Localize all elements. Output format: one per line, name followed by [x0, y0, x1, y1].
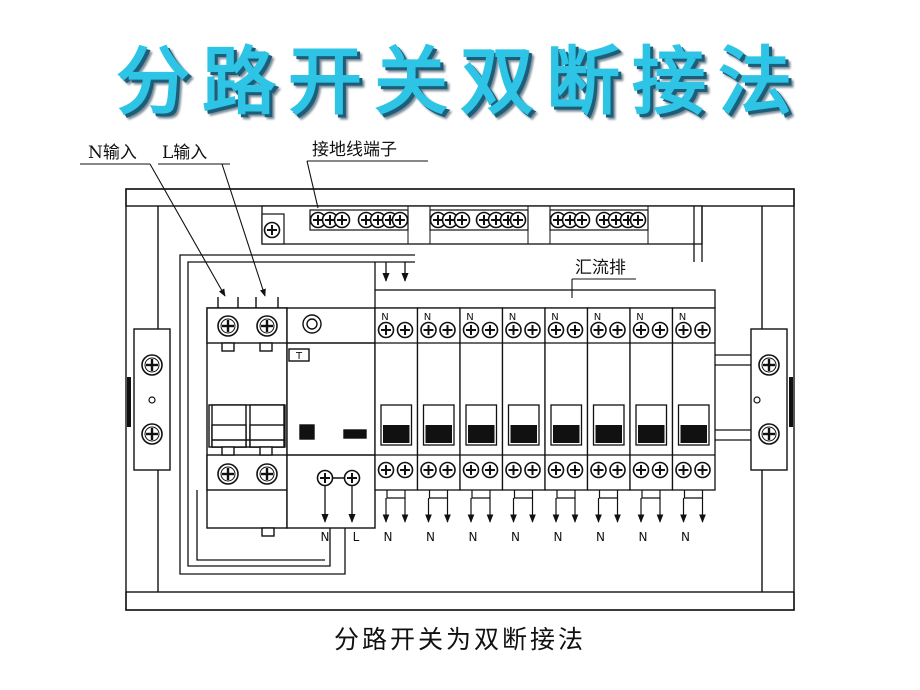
branch-breaker: NN [586, 307, 631, 544]
terminal-screw-icon [377, 321, 395, 339]
outgoing-n-label: N [639, 530, 648, 544]
terminal-screw-icon [566, 461, 584, 479]
terminal-screw-icon [590, 321, 607, 339]
svg-text:T: T [295, 351, 303, 362]
breaker-n-label: N [466, 312, 473, 323]
outgoing-n-label: N [469, 530, 478, 544]
n-input-label: N输入 [88, 143, 137, 163]
branch-breaker: NN [416, 307, 461, 544]
l-input-label: L输入 [162, 143, 207, 163]
terminal-screw-icon [632, 321, 650, 339]
breaker-n-label: N [636, 312, 643, 323]
terminal-screw-icon [481, 321, 499, 339]
ground-screw-icon [629, 211, 647, 229]
callout-leaders [80, 160, 636, 298]
ground-screw-icon [573, 211, 591, 229]
terminal-screw-icon [462, 321, 480, 339]
leakage-module [286, 307, 376, 529]
terminal-screw-icon [524, 321, 541, 339]
right-bracket [750, 328, 793, 471]
terminal-screw-icon [609, 321, 626, 339]
terminal-screw-icon [694, 321, 711, 339]
page-title: 分路开关双断接法 [116, 39, 804, 125]
branch-breaker: NN [544, 307, 589, 544]
terminal-screw-icon [420, 321, 437, 339]
busbar-label: 汇流排 [575, 258, 626, 278]
terminal-screw-icon [694, 461, 711, 479]
terminal-screw-icon [481, 461, 499, 479]
ground-screw-icon [509, 211, 527, 229]
test-button-icon: T [295, 351, 303, 362]
left-bracket [127, 328, 171, 471]
ground-screw-icon [391, 211, 409, 229]
outgoing-n-label: N [384, 530, 393, 544]
terminal-screw-icon [566, 321, 584, 339]
outgoing-n-label: N [681, 530, 690, 544]
terminal-screw-icon [632, 461, 650, 479]
ground-screw-icon [453, 211, 471, 229]
main-out-l-label: L [353, 530, 360, 544]
terminal-screw-icon [439, 461, 456, 479]
outgoing-n-label: N [554, 530, 563, 544]
caption: 分路开关为双断接法 [333, 625, 586, 654]
branch-breaker: NN [629, 307, 674, 544]
terminal-screw-icon [462, 461, 480, 479]
terminal-screw-icon [420, 461, 437, 479]
terminal-screw-icon [547, 321, 565, 339]
branch-breaker: NN [459, 307, 504, 544]
ground-screw-icon [333, 211, 351, 229]
breaker-n-label: N [424, 312, 431, 323]
terminal-screw-icon [505, 321, 522, 339]
breaker-n-label: N [594, 312, 601, 323]
breaker-n-label: N [551, 312, 558, 323]
terminal-screw-icon [396, 321, 414, 339]
ground-terminal-label: 接地线端子 [312, 140, 397, 160]
terminal-screw-icon [396, 461, 414, 479]
outgoing-n-label: N [511, 530, 520, 544]
terminal-screw-icon [505, 461, 522, 479]
terminal-screw-icon [651, 461, 669, 479]
branch-breaker: NN [501, 307, 546, 544]
breaker-n-label: N [679, 312, 686, 323]
main-out-n-label: N [321, 530, 330, 544]
breaker-n-label: N [509, 312, 516, 323]
terminal-screw-icon [547, 461, 565, 479]
terminal-screw-icon [675, 461, 692, 479]
terminal-screw-icon [651, 321, 669, 339]
feed-wires [179, 254, 375, 575]
terminal-screw-icon [377, 461, 395, 479]
branch-breaker: NN [374, 307, 419, 544]
ground-terminal-bar [261, 205, 703, 262]
busbar [374, 254, 716, 309]
branch-breaker: NN [671, 307, 716, 544]
terminal-screw-icon [675, 321, 692, 339]
terminal-screw-icon [609, 461, 626, 479]
terminal-screw-icon [439, 321, 456, 339]
main-outputs [321, 486, 356, 523]
outgoing-n-label: N [426, 530, 435, 544]
din-rail [715, 354, 751, 441]
terminal-screw-icon [524, 461, 541, 479]
breaker-n-label: N [381, 312, 388, 323]
outgoing-n-label: N [596, 530, 605, 544]
terminal-screw-icon [590, 461, 607, 479]
